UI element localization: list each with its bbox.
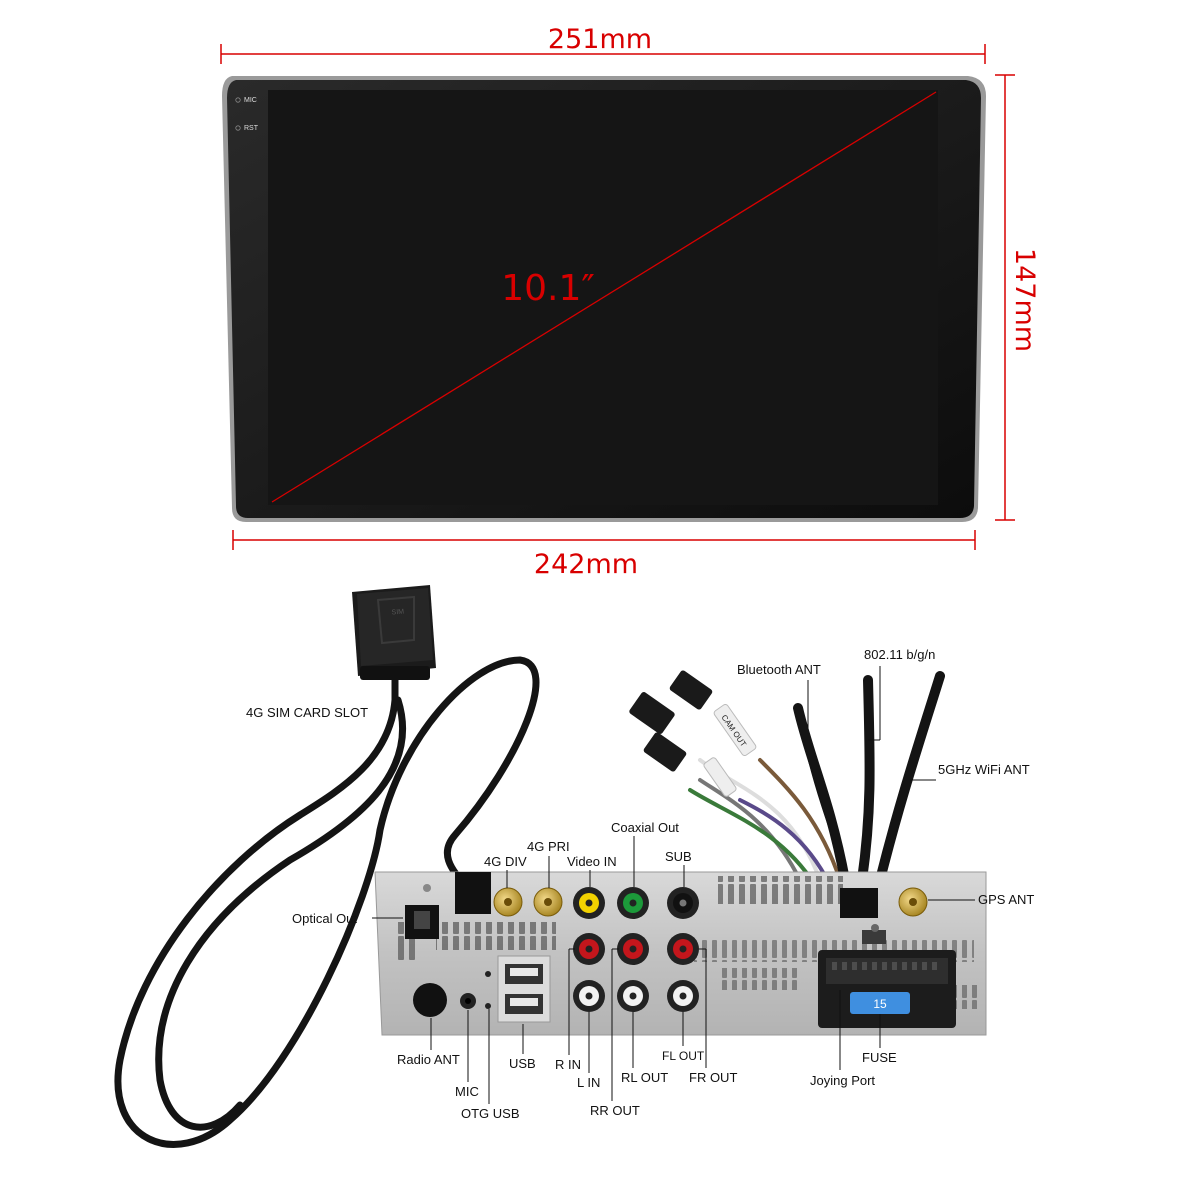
- label-rl-out: RL OUT: [621, 1070, 668, 1085]
- rca-rl-out: [617, 980, 649, 1012]
- label-gps: GPS ANT: [978, 892, 1034, 907]
- dimension-right: 147mm: [995, 74, 1040, 521]
- label-coaxial: Coaxial Out: [611, 820, 679, 835]
- label-radio: Radio ANT: [397, 1052, 460, 1067]
- label-wifi: 802.11 b/g/n: [864, 647, 935, 662]
- antenna-cables: [793, 671, 945, 885]
- usb-ports: [497, 955, 551, 1023]
- rca-video-in: [573, 887, 605, 919]
- radio-ant-port: [413, 983, 447, 1017]
- reset-hole-icon: [235, 125, 241, 131]
- rca-fl-out: [667, 980, 699, 1012]
- optical-out-port: [405, 905, 439, 939]
- dimension-top: 251mm: [220, 24, 986, 64]
- label-fl-out: FL OUT: [662, 1049, 705, 1063]
- fuse: 15: [850, 992, 910, 1014]
- sim-slot-module: SIM: [352, 585, 436, 680]
- label-optical: Optical Out: [292, 911, 357, 926]
- rca-sub: [667, 887, 699, 919]
- mic-port: [460, 993, 476, 1009]
- label-l-in: L IN: [577, 1075, 600, 1090]
- antenna-4g-pri-jack: [533, 887, 563, 917]
- sim-tag-text: SIM: [391, 608, 404, 616]
- label-fuse: FUSE: [862, 1050, 897, 1065]
- rca-r-in: [573, 933, 605, 965]
- label-otg: OTG USB: [461, 1106, 520, 1121]
- label-sim: 4G SIM CARD SLOT: [246, 705, 368, 720]
- bottom-width-label: 242mm: [534, 549, 638, 580]
- rca-coaxial-out: [617, 887, 649, 919]
- antenna-4g-div-jack: [493, 887, 523, 917]
- mic-hole-icon: [235, 97, 241, 103]
- width-label: 251mm: [548, 24, 652, 55]
- diagonal-label: 10.1″: [501, 268, 595, 309]
- label-bluetooth: Bluetooth ANT: [737, 662, 821, 677]
- dimension-bottom: 242mm: [232, 530, 976, 580]
- rca-rr-out: [617, 933, 649, 965]
- screen-rst-label: RST: [244, 125, 259, 132]
- screen-mic-label: MIC: [244, 97, 257, 104]
- label-sub: SUB: [665, 849, 692, 864]
- label-fr-out: FR OUT: [689, 1070, 737, 1085]
- label-r-in: R IN: [555, 1057, 581, 1072]
- harness-connectors: CAM OUT: [629, 670, 757, 797]
- joying-port: [818, 888, 956, 1028]
- label-video-in: Video IN: [567, 854, 617, 869]
- label-div: 4G DIV: [484, 854, 527, 869]
- screen: 10.1″ MIC RST: [222, 76, 986, 522]
- rca-l-in: [573, 980, 605, 1012]
- sim-plug: [455, 872, 491, 914]
- sim-cable: [114, 646, 540, 1148]
- label-wifi5: 5GHz WiFi ANT: [938, 762, 1030, 777]
- gps-jack: [898, 887, 928, 917]
- height-label: 147mm: [1009, 248, 1040, 352]
- label-rr-out: RR OUT: [590, 1103, 640, 1118]
- label-mic: MIC: [455, 1084, 479, 1099]
- label-joying: Joying Port: [810, 1073, 875, 1088]
- label-pri: 4G PRI: [527, 839, 570, 854]
- rca-fr-out: [667, 933, 699, 965]
- fuse-value: 15: [873, 997, 887, 1011]
- label-usb: USB: [509, 1056, 536, 1071]
